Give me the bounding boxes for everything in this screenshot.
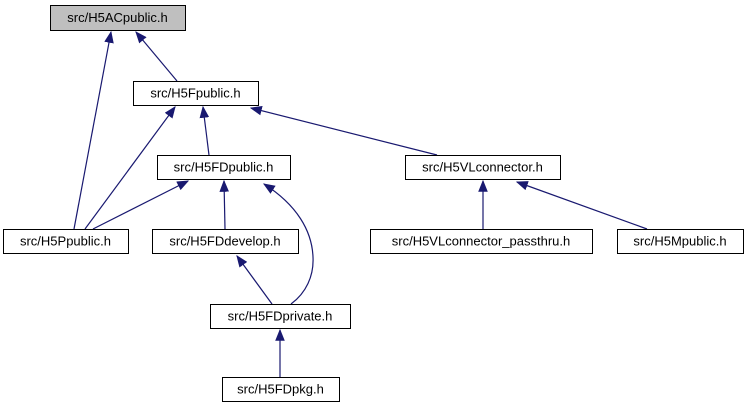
graph-node-box-H5FDprivate[interactable] [210, 304, 351, 329]
include-edge-H5Fpublic-to-H5ACpublic [135, 31, 178, 82]
nodes-layer: src/H5ACpublic.h src/H5Fpublic.h src/H5FDp… [3, 5, 744, 402]
graph-node-H5FDpkg[interactable]: src/H5FDpkg.h [222, 377, 340, 402]
graph-node-label-H5FDdevelop: src/H5FDdevelop.h [169, 234, 280, 249]
edges-layer [73, 30, 648, 377]
graph-node-H5ACpublic[interactable]: src/H5ACpublic.h [50, 5, 186, 31]
include-edge-H5Mpublic-to-H5VLconnector [515, 181, 648, 230]
include-edge-H5VLconnector-to-H5Fpublic [249, 105, 438, 156]
graph-node-H5FDdevelop[interactable]: src/H5FDdevelop.h [152, 229, 299, 254]
graph-node-H5Mpublic[interactable]: src/H5Mpublic.h [617, 229, 744, 254]
graph-node-H5Fpublic[interactable]: src/H5Fpublic.h [133, 81, 259, 106]
graph-node-label-H5Fpublic: src/H5Fpublic.h [150, 86, 240, 101]
graph-node-label-H5Mpublic: src/H5Mpublic.h [633, 234, 726, 249]
graph-node-H5FDprivate[interactable]: src/H5FDprivate.h [210, 304, 351, 329]
graph-node-H5FDpublic[interactable]: src/H5FDpublic.h [157, 155, 291, 180]
graph-node-box-H5FDpublic[interactable] [157, 155, 291, 180]
graph-node-box-H5ACpublic[interactable] [50, 5, 186, 31]
graph-node-label-H5VLconnector_passthru: src/H5VLconnector_passthru.h [392, 234, 570, 249]
graph-node-label-H5VLconnector: src/H5VLconnector.h [422, 160, 543, 175]
graph-node-H5VLconnector[interactable]: src/H5VLconnector.h [405, 155, 561, 180]
include-edge-H5Ppublic-to-H5Fpublic [84, 106, 176, 230]
include-edge-H5FDdevelop-to-H5FDpublic [219, 179, 230, 230]
include-edge-H5Ppublic-to-H5FDpublic [92, 180, 190, 230]
graph-node-box-H5VLconnector[interactable] [405, 155, 561, 180]
graph-node-box-H5Ppublic[interactable] [3, 229, 129, 254]
include-edge-H5Ppublic-to-H5ACpublic [73, 30, 114, 230]
graph-node-box-H5VLconnector_passthru[interactable] [370, 229, 593, 254]
graph-node-box-H5Mpublic[interactable] [617, 229, 744, 254]
graph-node-label-H5FDpublic: src/H5FDpublic.h [174, 160, 274, 175]
graph-node-box-H5Fpublic[interactable] [133, 81, 259, 106]
graph-node-label-H5Ppublic: src/H5Ppublic.h [20, 234, 111, 249]
include-edge-H5FDprivate-to-H5FDpublic [262, 183, 314, 305]
include-edge-H5FDprivate-to-H5FDdevelop [236, 255, 273, 305]
graph-node-H5VLconnector_passthru[interactable]: src/H5VLconnector_passthru.h [370, 229, 593, 254]
graph-node-H5Ppublic[interactable]: src/H5Ppublic.h [3, 229, 129, 254]
graph-node-label-H5FDpkg: src/H5FDpkg.h [237, 382, 324, 397]
include-edge-H5FDpublic-to-H5Fpublic [199, 105, 210, 156]
graph-node-box-H5FDdevelop[interactable] [152, 229, 299, 254]
graph-node-label-H5ACpublic: src/H5ACpublic.h [67, 10, 167, 25]
graph-node-box-H5FDpkg[interactable] [222, 377, 340, 402]
graph-node-label-H5FDprivate: src/H5FDprivate.h [228, 309, 333, 324]
